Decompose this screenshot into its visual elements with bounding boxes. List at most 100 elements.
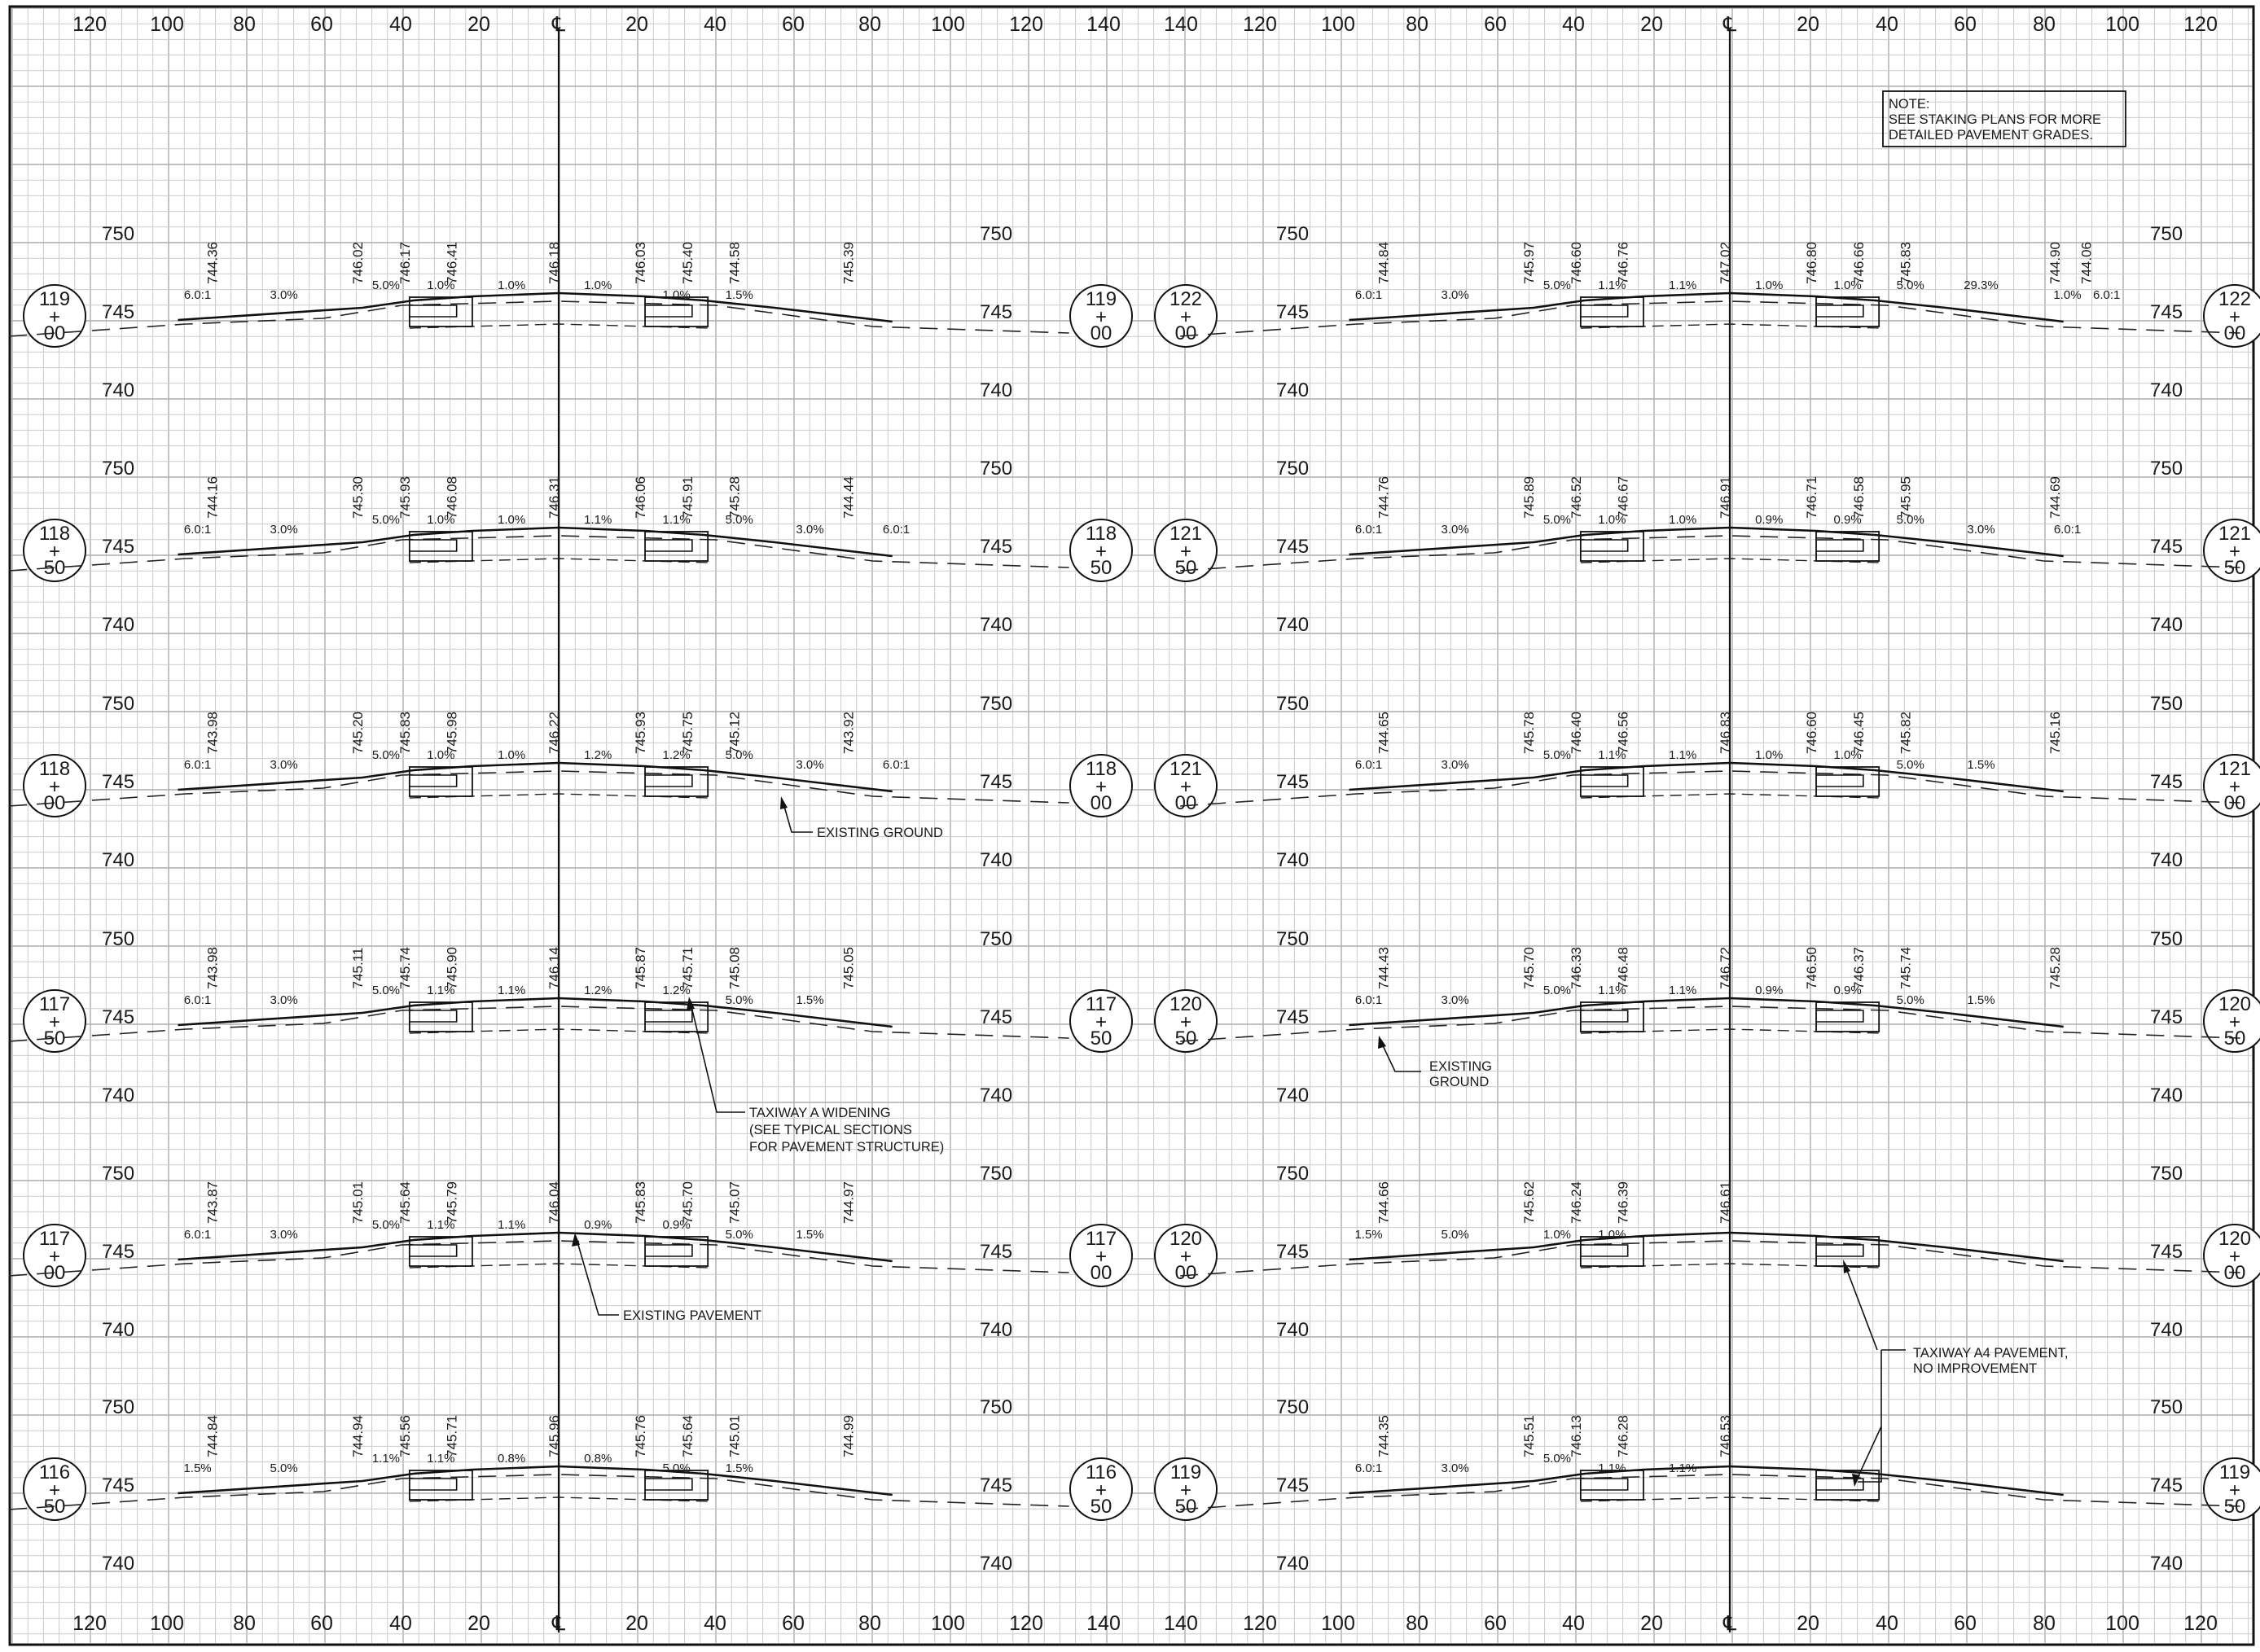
slope-label: 1.2% [584,984,612,997]
station-number: 116 [1086,1461,1117,1483]
pavement-widening-block [1815,296,1880,327]
slope-label: 6.0:1 [184,1228,211,1242]
offset-tick-label: 100 [150,1612,184,1635]
pavement-widening-block [1815,1470,1880,1501]
existing-ground-line [9,535,1069,572]
slope-label: 1.2% [662,748,690,762]
slope-label: 1.0% [498,513,525,527]
slope-label: 5.0% [1543,748,1571,762]
station-plus: + [49,776,60,798]
callout-taxiway-a-widening: TAXIWAY A WIDENING (SEE TYPICAL SECTIONS… [687,997,944,1155]
station-marker: 118+00 [23,754,86,817]
slope-label: 6.0:1 [2054,523,2081,537]
existing-ground-line [1180,770,2240,807]
station-plus: + [1180,1011,1191,1033]
elevation-tick-label: 745 [980,1475,1012,1496]
offset-tick-label: 20 [1640,13,1663,36]
station-number: 118 [39,523,70,545]
slope-label: 6.0:1 [184,758,211,772]
existing-ground-line [9,770,1069,807]
station-marker: 118+50 [1069,519,1133,582]
offset-tick-label: 80 [233,13,256,36]
slope-label: 1.0% [1755,748,1783,762]
spot-elevation: 743.98 [205,947,221,989]
station-offset: 50 [1175,1028,1197,1049]
spot-elevation: 746.72 [1718,947,1733,989]
elevation-tick-label: 745 [2150,1475,2183,1496]
elevation-tick-label: 745 [2150,301,2183,323]
station-plus: + [2229,1011,2240,1033]
offset-tick-label: 20 [625,13,648,36]
station-plus: + [2229,306,2240,328]
elevation-tick-label: 740 [2150,614,2183,636]
elevation-tick-label: 740 [1276,849,1309,871]
elevation-tick-label: 745 [980,1006,1012,1028]
spot-elevation: 745.56 [397,1415,413,1457]
spot-elevation: 746.66 [1851,242,1867,284]
elevation-tick-label: 750 [102,693,134,715]
elevation-tick-label: 745 [102,771,134,793]
spot-elevation: 744.44 [841,476,857,519]
pavement-widening-block [644,1470,709,1501]
elevation-tick-label: 745 [1276,1241,1309,1263]
slope-label: 1.0% [1669,513,1696,527]
offset-tick-label: 120 [72,13,107,36]
elevation-tick-label: 745 [2150,536,2183,558]
station-number: 119 [1170,1461,1201,1483]
elevation-tick-label: 750 [1276,928,1309,950]
slope-label: 6.0:1 [1355,523,1382,537]
spot-elevation: 746.33 [1569,947,1584,989]
slope-label: 1.1% [427,1452,454,1466]
slope-label: 1.5% [1354,1228,1382,1242]
existing-ground-line [9,1006,1069,1042]
station-plus: + [1180,1479,1191,1501]
offset-tick-label: 60 [1954,1612,1977,1635]
elevation-tick-label: 745 [102,1241,134,1263]
slope-label: 1.1% [1669,748,1696,762]
station-plus: + [1095,1011,1107,1033]
subgrade-line [1580,1496,1880,1502]
spot-elevation: 746.41 [445,242,460,284]
slope-label: 3.0% [1441,523,1468,537]
slope-label: 6.0:1 [883,758,910,772]
offset-tick-label: 60 [1954,13,1977,36]
slope-label: 5.0% [1543,984,1571,997]
offset-tick-label: 140 [1164,13,1198,36]
station-marker: 119+50 [1154,1457,1218,1521]
slope-label: 1.0% [1755,278,1783,292]
slope-label: 1.1% [584,513,612,527]
slope-label: 5.0% [726,1228,753,1242]
slope-label: 1.1% [662,513,690,527]
spot-elevation: 746.56 [1616,712,1631,754]
design-grade-line [178,761,893,793]
pavement-widening-block [1579,766,1644,797]
station-offset: 50 [1175,1496,1197,1518]
station-marker: 116+50 [23,1457,86,1521]
station-marker: 119+50 [2203,1457,2260,1521]
station-marker: 121+50 [2203,519,2260,582]
spot-elevation: 746.91 [1718,476,1733,519]
spot-elevation: 746.39 [1616,1181,1631,1224]
design-grade-line [178,1231,893,1263]
slope-label: 3.0% [796,523,823,537]
spot-elevation: 746.37 [1851,947,1867,989]
station-plus: + [1095,306,1107,328]
station-number: 121 [1169,523,1202,545]
station-plus: + [2229,1479,2240,1501]
slope-label: 1.1% [1598,748,1626,762]
station-plus: + [2229,541,2240,563]
spot-elevation: 745.07 [727,1181,743,1224]
callout-text: EXISTING GROUND [817,826,943,840]
slope-label: 5.0% [726,513,753,527]
station-number: 118 [1086,523,1117,545]
slope-label: 5.0% [1543,1452,1571,1466]
spot-elevation: 744.84 [1376,242,1392,284]
spot-elevation: 744.69 [2047,476,2063,519]
note-line: DETAILED PAVEMENT GRADES. [1889,128,2093,142]
slope-label: 1.0% [1833,748,1861,762]
spot-elevation: 744.16 [205,476,221,519]
station-number: 120 [2218,1228,2251,1250]
